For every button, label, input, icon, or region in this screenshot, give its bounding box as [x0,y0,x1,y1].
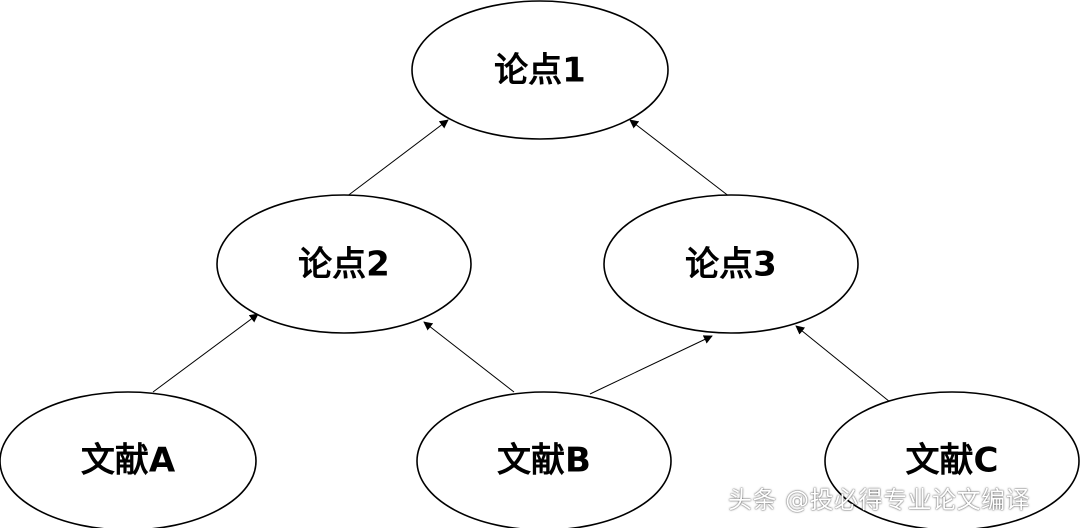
edge-point3-to-point1 [629,119,731,198]
node-docA: 文献A [0,391,257,528]
node-docC-label: 文献C [906,441,999,481]
node-docA-label: 文献A [81,441,176,481]
edge-docB-to-point3 [589,335,713,395]
edge-docC-to-point3 [795,325,891,403]
node-point1: 论点1 [411,0,669,140]
node-point3-label: 论点3 [685,245,777,285]
node-point2-label: 论点2 [298,245,390,285]
node-point3: 论点3 [603,194,859,334]
node-point2: 论点2 [216,194,472,334]
node-docB: 文献B [416,391,672,528]
edge-docA-to-point2 [152,313,259,393]
watermark-text: 头条 @投必得专业论文编译 [728,486,1031,514]
node-docB-label: 文献B [497,441,591,481]
node-docC: 文献C [824,391,1080,528]
edge-docB-to-point2 [423,321,515,393]
node-point1-label: 论点1 [494,51,586,91]
edge-point2-to-point1 [345,119,449,198]
